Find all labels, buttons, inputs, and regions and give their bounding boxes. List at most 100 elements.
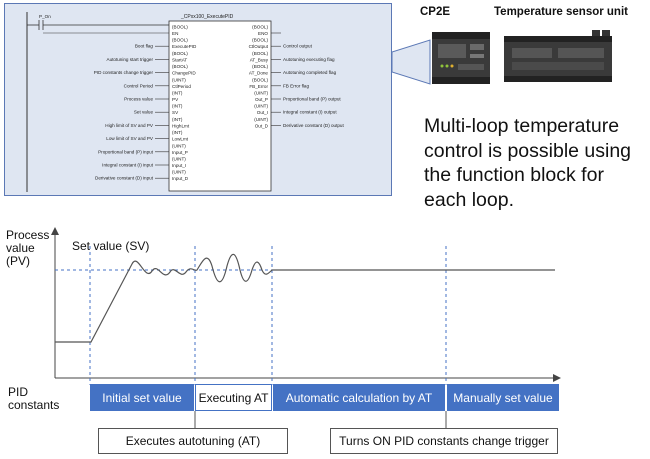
pin-name: LowLmt <box>172 137 189 142</box>
pid-constants-label: PID constants <box>8 386 59 412</box>
pin-name: FB_Error <box>249 84 268 89</box>
pin-name: Out_D <box>255 123 269 128</box>
pin-name: EN <box>172 31 178 36</box>
pin-type: (UINT) <box>254 91 268 96</box>
pin-name: CtlPeriod <box>172 84 191 89</box>
pin-name: Out_I <box>257 110 268 115</box>
right-pin-ctloutput: (BOOL)CtlOutput Control output <box>249 38 313 50</box>
pin-description: Derivative constant (D) output <box>283 123 344 128</box>
pin-type: (BOOL) <box>172 25 188 30</box>
pin-description: Integral constant (I) input <box>102 163 154 168</box>
pin-type: (BOOL) <box>252 64 268 69</box>
left-pin-sv: (INT)SV Set value <box>134 104 183 116</box>
pid-constants-label-line-1: PID <box>8 385 29 399</box>
right-pin-eno: (BOOL)ENO <box>252 25 281 36</box>
right-pin-at-busy: (BOOL)AT_Busy Autotuning executing flag <box>250 51 335 63</box>
left-pin-input-p: (UINT) Input_P Proportional band (P) input <box>98 143 188 155</box>
pin-name: ChangePID <box>172 71 196 76</box>
pin-type: (BOOL) <box>252 25 268 30</box>
pin-type: (BOOL) <box>252 38 268 43</box>
left-pin-changepid: (BOOL) ChangePID PID constants change trig… <box>94 64 197 76</box>
pin-description: Set value <box>134 110 154 115</box>
pin-name: CtlOutput <box>249 44 269 49</box>
callout-pid-change-trigger: Turns ON PID constants change trigger <box>330 428 558 454</box>
left-pin-input-i: (UINT)Input_I Integral constant (I) input <box>102 157 186 169</box>
temperature-sensor-unit-icon <box>504 30 612 82</box>
pin-name: ENO <box>258 31 268 36</box>
function-block-panel: P_On _CPxx100_ExecutePID (BOOL)EN(BOOL)E… <box>4 3 392 196</box>
left-pin-highlmt: (INT)HighLmt High limit of SV and PV <box>105 117 190 128</box>
pin-description: Derivative constant (D) input <box>95 176 154 181</box>
pin-description: Integral constant (I) output <box>283 110 337 115</box>
pin-name: AT_Done <box>249 71 269 76</box>
right-pin-out-i: (UINT)Out_I Integral constant (I) output <box>254 104 337 116</box>
pin-name: ExecutePID <box>172 44 197 49</box>
cpu-label: CP2E <box>420 6 451 18</box>
pin-name: PV <box>172 97 179 102</box>
hardware-illustration <box>392 30 612 85</box>
pin-type: (UINT) <box>172 157 186 162</box>
right-pin-out-d: (UINT)Out_D Derivative constant (D) outpu… <box>254 117 344 128</box>
callout-pointer <box>392 39 431 85</box>
right-pin-out-p: (UINT)Out_P Proportional band (P) output <box>254 91 341 103</box>
function-block-instance-name: _CPxx100_ExecutePID <box>180 14 234 20</box>
enable-contact-label: P_On <box>39 14 51 19</box>
callout-executes-autotuning: Executes autotuning (AT) <box>98 428 288 454</box>
segment-manually-set-value: Manually set value <box>447 384 559 411</box>
pin-description: Proportional band (P) input <box>98 149 154 154</box>
function-block-diagram: P_On _CPxx100_ExecutePID (BOOL)EN(BOOL)E… <box>26 12 345 192</box>
unit-label: Temperature sensor unit <box>494 6 628 18</box>
process-value-curve <box>55 253 555 343</box>
pin-description: Boot flag <box>135 44 154 49</box>
pin-type: (BOOL) <box>252 51 268 56</box>
pin-description: Process value <box>124 97 153 102</box>
pin-name: SV <box>172 110 179 115</box>
pin-type: (BOOL) <box>172 51 188 56</box>
pin-description: Control Period <box>124 83 154 88</box>
pin-name: Input_I <box>172 163 186 168</box>
pin-description: Control output <box>283 44 313 49</box>
pin-type: (INT) <box>172 130 183 135</box>
pin-name: Out_P <box>255 97 268 102</box>
pin-type: (UINT) <box>172 143 186 148</box>
function-block-box <box>168 20 272 192</box>
pin-description: Autotuning completed flag <box>283 70 337 75</box>
pin-name: Input_P <box>172 150 188 155</box>
pin-name: StartAT <box>172 57 187 62</box>
pin-type: (BOOL) <box>172 64 188 69</box>
pin-description: Low limit of SV and PV <box>106 136 154 141</box>
cp2e-cpu-icon <box>432 32 490 84</box>
pin-description: Autotuning executing flag <box>283 57 335 62</box>
segment-automatic-calculation: Automatic calculation by AT <box>273 384 445 411</box>
pin-description: PID constants change trigger <box>94 70 154 75</box>
y-axis-label-line-2: value <box>6 241 35 255</box>
pin-type: (INT) <box>172 104 183 109</box>
pin-type: (BOOL) <box>172 38 188 43</box>
set-value-label: Set value (SV) <box>72 239 150 253</box>
y-axis-label: Process value (PV) <box>6 229 49 268</box>
pin-type: (INT) <box>172 91 183 96</box>
pin-type: (BOOL) <box>252 77 268 82</box>
pin-description: Proportional band (P) output <box>283 97 341 102</box>
segment-initial-set-value: Initial set value <box>90 384 194 411</box>
left-pin-en: (BOOL)EN <box>43 25 188 36</box>
pin-type: (UINT) <box>172 77 186 82</box>
pin-description: High limit of SV and PV <box>105 123 154 128</box>
pin-type: (UINT) <box>254 117 268 122</box>
pid-constants-label-line-2: constants <box>8 398 60 412</box>
pin-name: HighLmt <box>172 123 190 128</box>
description-text: Multi-loop temperature control is possib… <box>424 115 632 211</box>
pin-type: (INT) <box>172 117 183 122</box>
left-pin-pv: (INT)PV Process value <box>124 91 183 103</box>
left-pin-lowlmt: (INT) LowLmt Low limit of SV and PV <box>106 130 189 142</box>
pin-type: (UINT) <box>254 104 268 109</box>
segment-executing-at: Executing AT <box>195 384 272 411</box>
right-pin-at-done: (BOOL) AT_Done Autotuning completed flag <box>249 64 337 76</box>
pin-name: AT_Busy <box>250 57 269 62</box>
pin-name: Input_D <box>172 176 189 181</box>
